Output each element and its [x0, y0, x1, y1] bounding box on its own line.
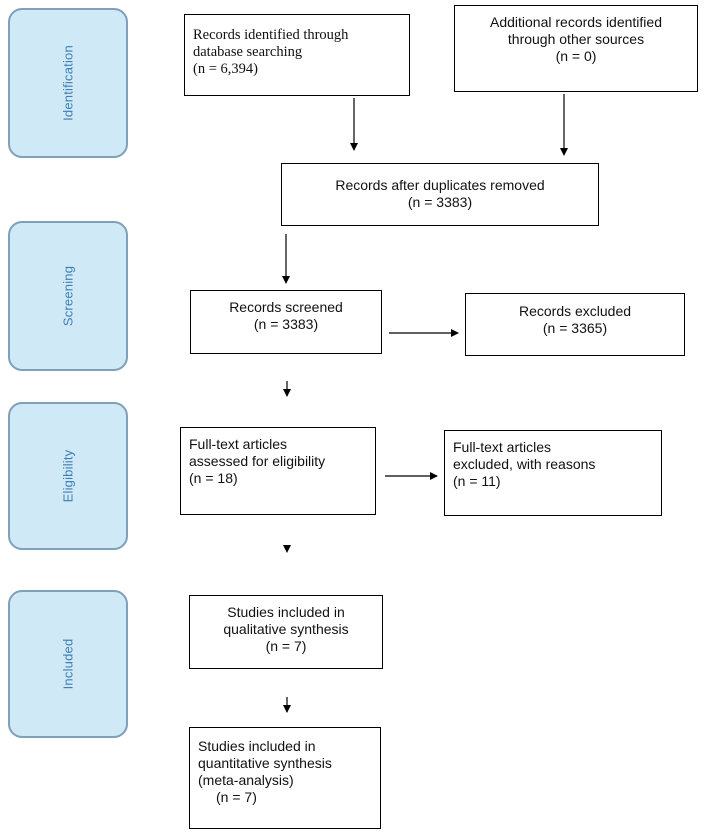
- fulltext-excluded-line-1: Full-text articles: [453, 439, 552, 455]
- box-database-searching: Records identified through database sear…: [184, 14, 410, 96]
- box-duplicates-removed: Records after duplicates removed (n = 33…: [281, 163, 599, 226]
- box-other-sources: Additional records identified through ot…: [454, 5, 698, 92]
- box-fulltext-assessed: Full-text articles assessed for eligibil…: [180, 427, 376, 515]
- quantitative-line-1: Studies included in: [198, 738, 316, 754]
- quantitative-line-2: quantitative synthesis: [198, 755, 332, 771]
- box-records-screened: Records screened (n = 3383): [190, 290, 382, 354]
- stage-eligibility: Eligibility: [8, 402, 128, 550]
- stage-included: Included: [8, 590, 128, 738]
- stage-screening: Screening: [8, 221, 128, 371]
- fulltext-assessed-line-2: assessed for eligibility: [189, 453, 326, 469]
- box-quantitative-synthesis: Studies included in quantitative synthes…: [189, 727, 381, 829]
- stage-included-label: Included: [60, 638, 76, 690]
- stage-identification-label: Identification: [60, 45, 76, 121]
- other-sources-line-1: Additional records identified: [490, 14, 662, 30]
- box-fulltext-excluded: Full-text articles excluded, with reason…: [444, 430, 662, 516]
- box-qualitative-synthesis: Studies included in qualitative synthesi…: [189, 595, 383, 669]
- qualitative-line-2: qualitative synthesis: [223, 621, 349, 637]
- fulltext-assessed-line-1: Full-text articles: [189, 436, 288, 452]
- db-search-line-3: (n = 6,394): [193, 61, 258, 77]
- screened-line-2: (n = 3383): [253, 316, 319, 332]
- fulltext-excluded-line-2: excluded, with reasons: [453, 456, 596, 472]
- stage-eligibility-label: Eligibility: [60, 449, 76, 503]
- quantitative-line-4: (n = 7): [216, 789, 257, 805]
- arrowhead-eligibility-to-included: [283, 545, 291, 553]
- qualitative-line-3: (n = 7): [265, 638, 307, 654]
- other-sources-line-2: through other sources: [507, 31, 645, 47]
- excluded-line-2: (n = 3365): [542, 320, 608, 336]
- quantitative-line-3: (meta-analysis): [198, 772, 294, 788]
- db-search-line-1: Records identified through: [193, 27, 349, 43]
- qualitative-line-1: Studies included in: [227, 604, 345, 620]
- fulltext-excluded-line-3: (n = 11): [453, 473, 501, 489]
- stage-identification: Identification: [8, 8, 128, 158]
- stage-screening-label: Screening: [60, 265, 76, 327]
- fulltext-assessed-line-3: (n = 18): [189, 470, 238, 486]
- screened-line-1: Records screened: [229, 299, 343, 315]
- box-records-excluded: Records excluded (n = 3365): [465, 293, 685, 356]
- duplicates-line-1: Records after duplicates removed: [335, 177, 545, 193]
- other-sources-line-3: (n = 0): [555, 48, 597, 64]
- duplicates-line-2: (n = 3383): [407, 194, 473, 210]
- excluded-line-1: Records excluded: [518, 303, 632, 319]
- db-search-line-2: database searching: [193, 44, 303, 60]
